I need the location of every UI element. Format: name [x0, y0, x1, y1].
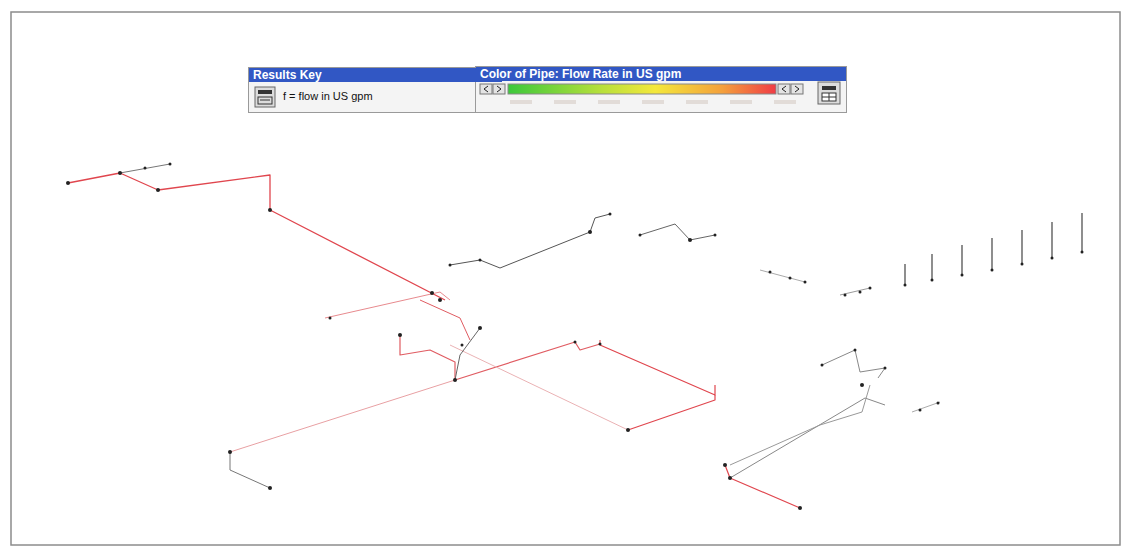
- riser-pipes: [905, 213, 1082, 285]
- toolbar-icon: [255, 87, 275, 107]
- color-scale-panel: Color of Pipe: Flow Rate in US gpm: [475, 66, 847, 113]
- key-text: f = flow in US gpm: [283, 89, 373, 103]
- gradient-bar: [508, 84, 776, 94]
- junction-dots: [66, 163, 1084, 511]
- panel-title: Color of Pipe: Flow Rate in US gpm: [476, 67, 846, 81]
- color-scale: [480, 82, 840, 104]
- scroll-button: [480, 84, 492, 94]
- results-key-panel: Results Key f = flow in US gpm: [248, 67, 503, 113]
- scroll-button: [778, 84, 790, 94]
- scroll-button: [493, 84, 505, 94]
- frame: [11, 12, 1120, 545]
- pipes: [68, 164, 940, 508]
- panel-title: Results Key: [249, 68, 502, 82]
- scale-ticks: [510, 100, 796, 104]
- scroll-button: [791, 84, 803, 94]
- color-button: [818, 82, 840, 104]
